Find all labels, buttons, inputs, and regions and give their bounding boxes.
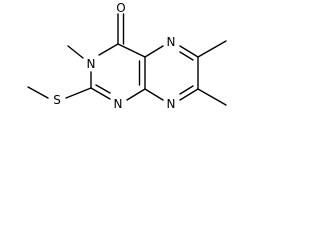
atom-o-carbonyl: O <box>116 1 125 15</box>
bonds <box>27 13 227 106</box>
bond-c7-methyl <box>197 88 227 106</box>
pteridinone-structure-diagram: O N N N N S <box>27 1 227 111</box>
bond-n5-c6 <box>179 45 199 58</box>
atom-n3: N <box>87 57 96 71</box>
bond-c2-s <box>65 87 92 99</box>
bond-c4a-c4 <box>117 43 146 58</box>
bond-c6-methyl <box>197 40 227 58</box>
bond-n1-c8a <box>126 88 146 101</box>
bond-c2-n1-double <box>95 84 111 94</box>
atom-n1: N <box>114 97 123 111</box>
bond-n5-c6-double <box>179 51 194 61</box>
bond-n8-c8a <box>144 88 164 101</box>
bond-c7-n8 <box>179 88 199 101</box>
atom-s: S <box>53 93 61 107</box>
bond-c7-n8-double <box>179 85 194 95</box>
atom-n5: N <box>167 35 176 49</box>
bond-c2-n1 <box>90 87 111 100</box>
atom-labels: O N N N N S <box>53 1 175 111</box>
atom-n8: N <box>167 97 176 111</box>
bond-c4a-n5 <box>144 45 164 58</box>
bond-s-methyl <box>27 86 49 99</box>
bond-c4-n3 <box>98 43 119 56</box>
bond-n3-methyl <box>67 45 84 59</box>
